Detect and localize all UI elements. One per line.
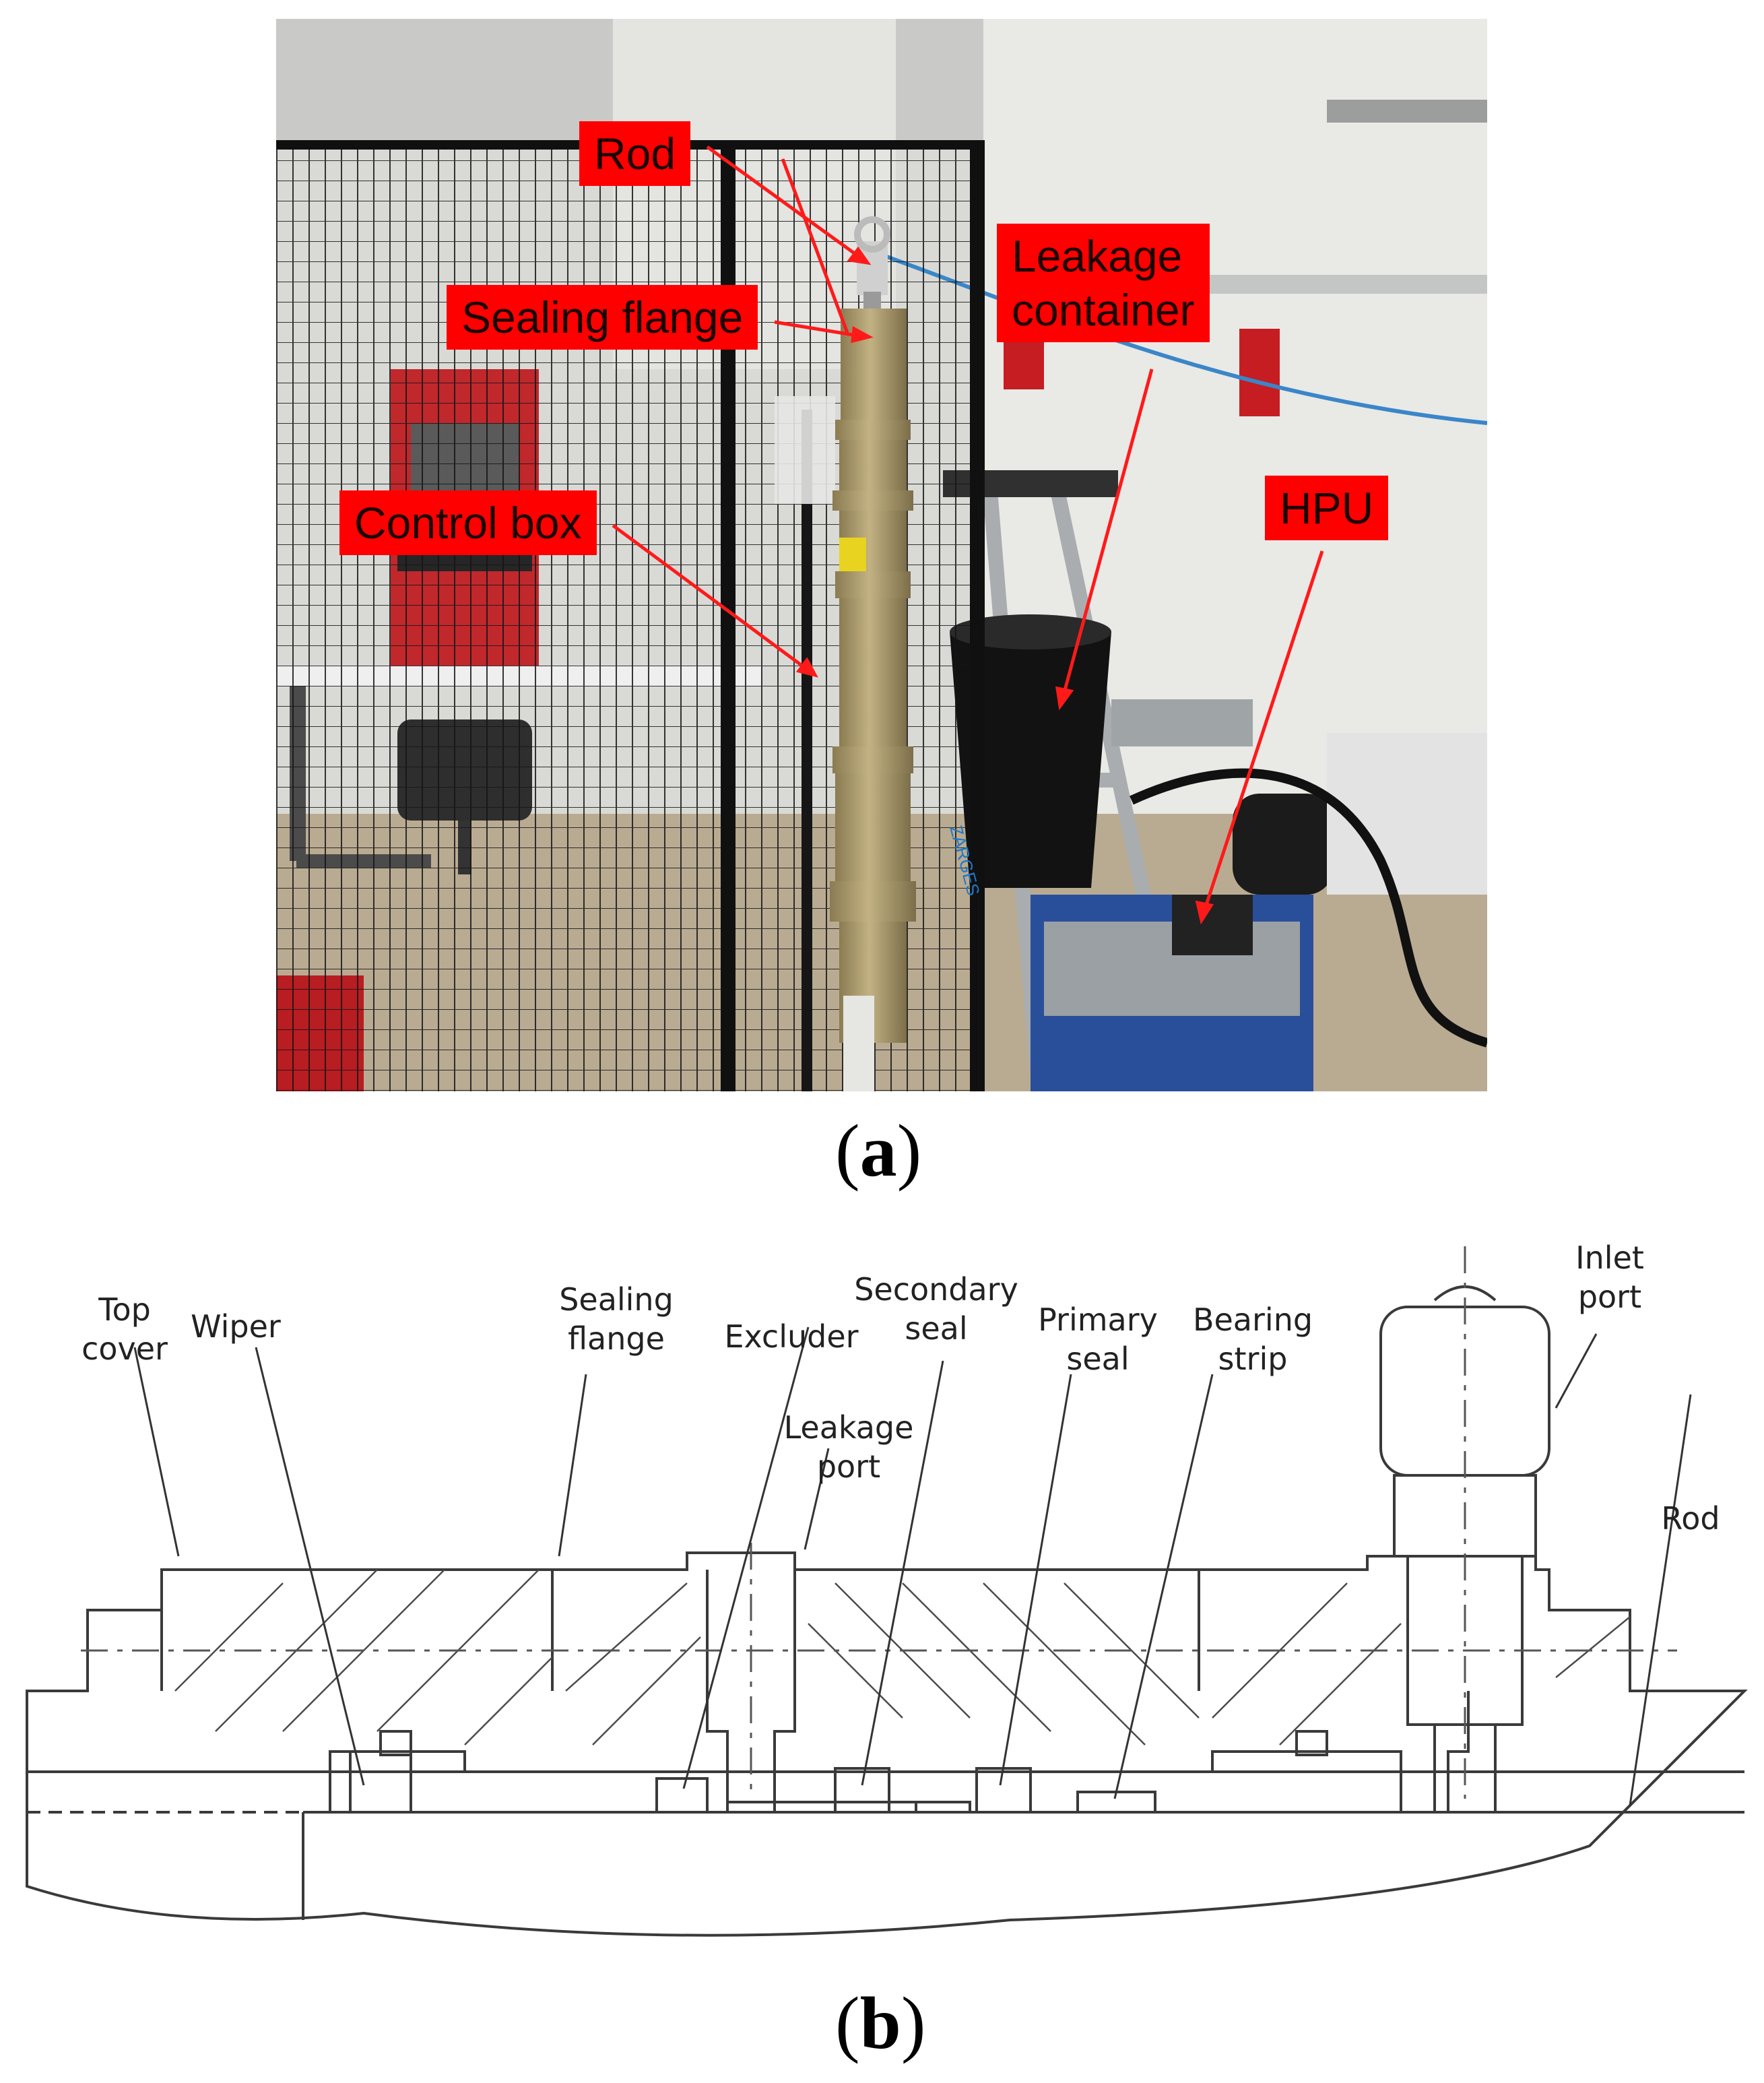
leakage-bucket <box>950 632 1111 888</box>
hpu-valve-block <box>1172 895 1253 955</box>
centre-lines <box>81 1246 1677 1799</box>
upper-oring-left <box>379 1730 412 1756</box>
label-primary-seal: Primary seal <box>1038 1302 1158 1377</box>
callout-control-box: Control box <box>339 490 597 555</box>
leader-lines <box>133 1326 1692 1806</box>
panel-label-b: (b) <box>835 1982 926 2064</box>
hpu-motor <box>1233 794 1334 895</box>
callout-sealing-flange: Sealing flange <box>447 285 758 350</box>
secondary-seal-groove <box>834 1767 890 1814</box>
callout-leakage-container: Leakage container <box>997 224 1210 342</box>
label-leakage-port: Leakage port <box>783 1409 914 1485</box>
red-socket-2 <box>1239 329 1280 416</box>
housing-outline <box>26 1551 1748 1937</box>
control-box-pole <box>802 410 812 1091</box>
label-rod: Rod <box>1661 1500 1720 1537</box>
section-hatching <box>174 1569 1631 1745</box>
photo-panel: ZARGES Rod Sealing flange Leakage contai… <box>276 19 1487 1091</box>
label-secondary-seal: Secondary seal <box>854 1271 1018 1347</box>
seal-housing-drawing <box>26 1246 1748 1937</box>
test-rig-photo: ZARGES <box>276 19 1487 1091</box>
excluder-groove <box>655 1777 709 1814</box>
upper-oring-right <box>1295 1730 1328 1756</box>
label-wiper: Wiper <box>191 1308 281 1345</box>
test-cylinder <box>830 216 916 1091</box>
label-top-cover: Top cover <box>81 1291 168 1367</box>
label-sealing-flange: Sealing flange <box>559 1281 674 1357</box>
callout-hpu: HPU <box>1265 476 1389 540</box>
primary-seal-groove <box>975 1767 1032 1814</box>
label-inlet-port: Inlet port <box>1575 1240 1644 1315</box>
label-excluder: Excluder <box>724 1318 859 1355</box>
callout-rod: Rod <box>579 121 691 186</box>
panel-label-a: (a) <box>835 1110 922 1192</box>
label-bearing-strip: Bearing strip <box>1192 1302 1313 1377</box>
fence-post <box>721 140 736 1091</box>
wiper-groove <box>349 1750 412 1814</box>
callout-arrows <box>612 145 1324 925</box>
